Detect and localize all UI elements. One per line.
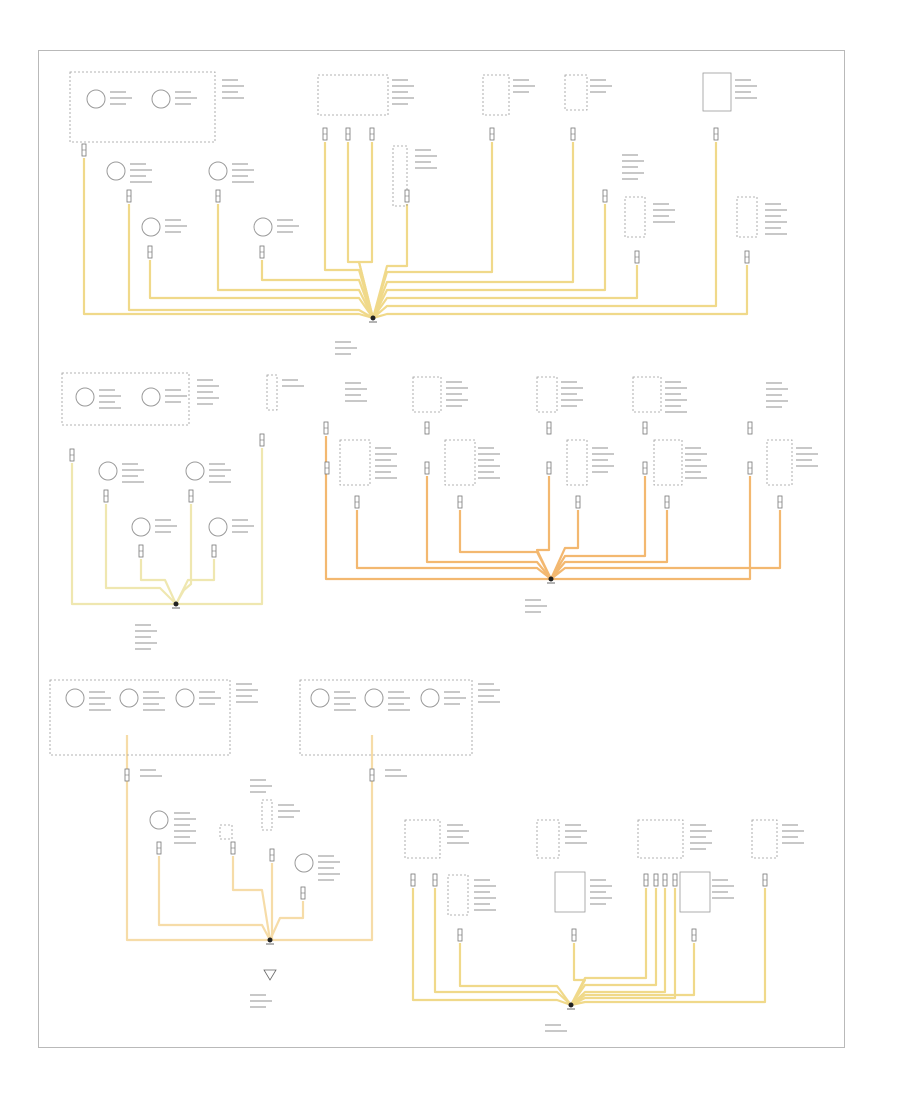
wire	[535, 476, 552, 580]
wire	[216, 204, 374, 319]
ground-point-1-icon	[370, 315, 376, 321]
wire	[82, 158, 374, 320]
left-bulb-5-icon	[141, 217, 161, 237]
low-mod-2-box	[536, 819, 560, 859]
mid-mod-6-box	[566, 439, 588, 486]
ground-point-2-icon	[173, 601, 179, 607]
switch-box	[392, 145, 408, 207]
wire	[157, 856, 271, 941]
left-bulb-6-icon	[253, 217, 273, 237]
wire	[231, 856, 272, 941]
low-bulb-8-icon	[294, 853, 314, 873]
wire	[139, 559, 177, 605]
low-bulb-7-icon	[149, 810, 169, 830]
low-bulb-1-icon	[65, 688, 85, 708]
low-switch-box	[261, 799, 273, 831]
diagram-frame	[38, 50, 845, 1048]
wire	[324, 436, 551, 581]
ground-point-4-icon	[267, 937, 273, 943]
ground-symbol-icon	[263, 969, 277, 981]
module-6-box	[736, 196, 758, 238]
mid-mod-3-box	[632, 376, 662, 413]
mid-bulb-4-icon	[185, 461, 205, 481]
wire	[570, 888, 658, 1006]
wire	[148, 260, 374, 319]
wire	[70, 448, 264, 606]
wire	[550, 510, 782, 580]
wire	[549, 510, 580, 580]
left-bulb-2-icon	[151, 89, 171, 109]
module-5-box	[624, 196, 646, 238]
mid-mod-8-box	[766, 439, 793, 486]
wire	[425, 476, 552, 580]
mid-bulb-5-icon	[131, 517, 151, 537]
wire	[357, 142, 375, 319]
wire	[550, 476, 647, 580]
lower-left-cluster-box	[49, 679, 231, 756]
low-mod-5-box	[447, 874, 469, 916]
module-1-box	[317, 74, 389, 116]
left-bulb-1-icon	[86, 89, 106, 109]
low-bulb-3-icon	[175, 688, 195, 708]
low-bulb-4-icon	[310, 688, 330, 708]
wire	[570, 888, 677, 1006]
wire	[570, 888, 667, 1006]
wire	[268, 901, 305, 941]
low-bulb-6-icon	[420, 688, 440, 708]
module-4-box	[702, 72, 732, 112]
wire	[372, 265, 639, 319]
mid-mod-5-box	[444, 439, 476, 486]
wire	[270, 735, 374, 942]
left-bulb-4-icon	[208, 161, 228, 181]
left-mid-cluster-box	[61, 372, 190, 426]
wire	[570, 943, 696, 1006]
mid-bulb-6-icon	[208, 517, 228, 537]
module-3-box	[564, 74, 588, 111]
wire	[372, 204, 607, 319]
mid-bulb-1-icon	[75, 387, 95, 407]
wire	[570, 888, 767, 1007]
lower-mid-cluster-box	[299, 679, 473, 756]
wire	[433, 888, 572, 1006]
low-mod-6-box	[554, 871, 586, 913]
wire	[411, 888, 572, 1007]
wire	[371, 142, 575, 319]
wire	[372, 265, 749, 320]
ground-point-5-icon	[568, 1002, 574, 1008]
left-bulb-3-icon	[106, 161, 126, 181]
mid-mod-4-box	[339, 439, 371, 486]
mid-mod-2-box	[536, 376, 558, 413]
mid-bulb-2-icon	[141, 387, 161, 407]
wire	[372, 142, 718, 319]
mid-mod-7-box	[653, 439, 683, 486]
low-bulb-2-icon	[119, 688, 139, 708]
left-cluster-box	[69, 71, 216, 143]
module-2-box	[482, 74, 510, 116]
low-mod-3-box	[637, 819, 684, 859]
ground-point-3-icon	[548, 576, 554, 582]
splice-box	[219, 824, 233, 840]
low-mod-1-box	[404, 819, 441, 859]
wire	[175, 559, 216, 605]
wire	[260, 260, 375, 319]
wire	[550, 510, 669, 580]
low-mod-7-box	[679, 871, 711, 913]
mid-mod-1-box	[412, 376, 442, 413]
wire	[127, 204, 374, 319]
wire	[458, 943, 572, 1006]
mid-bulb-3-icon	[98, 461, 118, 481]
low-mod-4-box	[751, 819, 778, 859]
wire	[551, 476, 752, 581]
wire	[104, 504, 177, 605]
wire	[125, 735, 270, 942]
wire	[371, 142, 494, 319]
low-bulb-5-icon	[364, 688, 384, 708]
wire	[570, 888, 648, 1006]
mid-switch-box	[266, 374, 278, 411]
wire	[355, 510, 552, 580]
